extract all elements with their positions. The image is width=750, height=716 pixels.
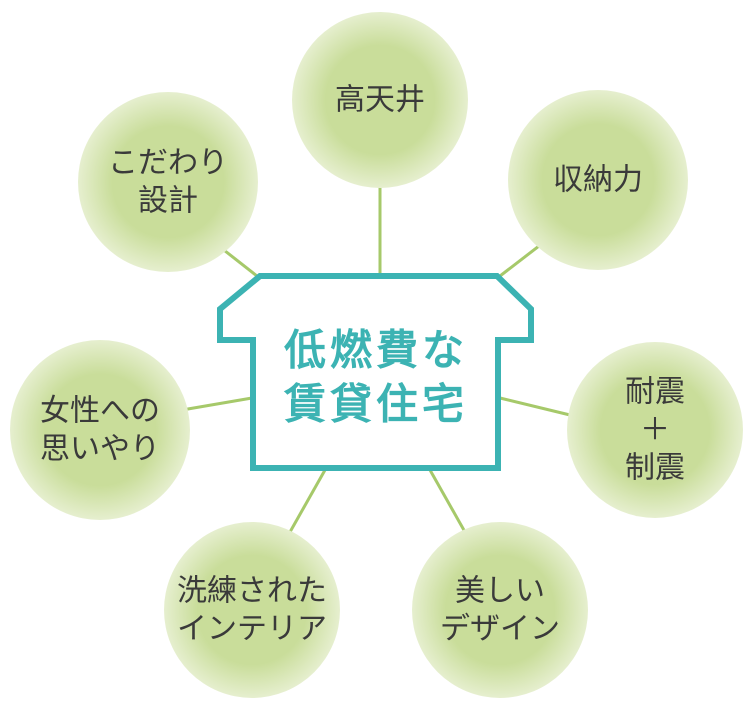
connector-design [428,469,467,533]
feature-bubbles: 高天井収納力耐震＋制震美しいデザイン洗練されたインテリア女性への思いやりこだわり… [10,12,743,698]
bubble-circle-storage [508,90,688,270]
bubble-high-ceiling: 高天井 [292,12,468,188]
bubble-label-storage-0: 収納力 [553,163,643,198]
connector-women [181,396,253,412]
bubble-circle-interior [164,522,340,698]
bubble-storage: 収納力 [508,90,688,270]
bubble-label-women-1: 思いやり [40,432,160,467]
bubble-label-interior-0: 洗練された [177,574,327,609]
bubble-circle-custom-design [78,92,258,272]
bubble-label-custom-design-1: 設計 [138,184,198,219]
house-outline [217,273,534,471]
bubble-label-women-0: 女性への [40,394,160,429]
bubble-circle-design [412,522,588,698]
bubble-label-design-0: 美しい [455,574,545,609]
bubble-label-earthquake-0: 耐震 [625,375,685,410]
bubble-circle-women [10,340,190,520]
center-title-line-2: 賃貸住宅 [283,380,468,429]
bubble-label-earthquake-2: 制震 [625,451,685,486]
bubble-circle-earthquake [567,342,743,518]
bubble-label-interior-1: インテリア [177,612,327,647]
bubble-earthquake: 耐震＋制震 [567,342,743,518]
bubble-label-high-ceiling-0: 高天井 [335,83,425,118]
center-house: 低燃費な 賃貸住宅 [217,273,534,471]
bubble-label-earthquake-1: ＋ [640,413,670,448]
connector-earthquake [499,396,571,417]
bubble-circle-high-ceiling [292,12,468,188]
bubble-label-design-1: デザイン [440,612,560,647]
center-title-line-1: 低燃費な [284,326,468,375]
bubble-label-custom-design-0: こだわり [108,146,228,181]
connector-interior [288,469,327,533]
